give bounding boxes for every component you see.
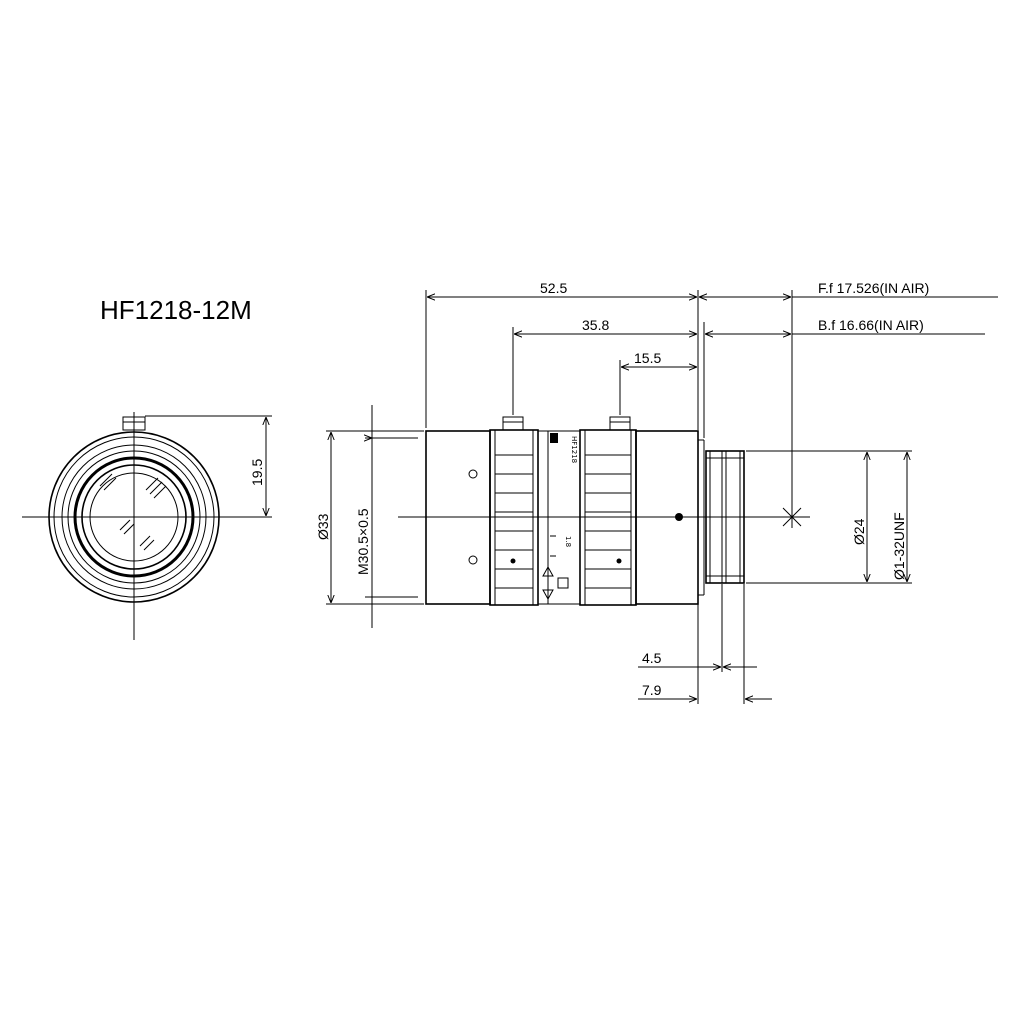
- overall-length-dimension: 52.5: [540, 280, 567, 296]
- flange-focal-distance: F.f 17.526(IN AIR): [818, 280, 929, 296]
- rear-length-dimension: 15.5: [634, 350, 661, 366]
- mount-depth-4-5-dimension: 4.5: [642, 650, 662, 666]
- front-height-dimension: 19.5: [249, 459, 265, 486]
- glass-reflection-marks: [99, 473, 167, 551]
- side-view: HF1218 1.8: [315, 280, 998, 704]
- filter-thread-dimension: M30.5×0.5: [355, 508, 371, 575]
- rear-barrel-dot: [675, 513, 683, 521]
- c-mount: [705, 450, 745, 584]
- ring-fstop-marking: 1.8: [564, 536, 572, 547]
- mount-thread-dimension: Ø1-32UNF: [891, 512, 907, 580]
- rear-barrel: [635, 430, 699, 605]
- mount-diameter-dimension: Ø24: [851, 518, 867, 545]
- barrel-hole-lower: [468, 555, 478, 565]
- focal-point-marker: [782, 506, 802, 528]
- back-focal-distance: B.f 16.66(IN AIR): [818, 317, 924, 333]
- mount-depth-7-9-dimension: 7.9: [642, 682, 662, 698]
- barrel-hole-upper: [468, 469, 478, 479]
- focus-lock-screw: [502, 416, 524, 431]
- ring-model-marking: HF1218: [570, 436, 578, 463]
- ring-length-dimension: 35.8: [582, 317, 609, 333]
- front-view: 19.5: [22, 412, 272, 640]
- body-diameter-dimension: Ø33: [315, 513, 331, 540]
- model-title: HF1218-12M: [100, 295, 252, 325]
- iris-lock-screw: [609, 416, 631, 431]
